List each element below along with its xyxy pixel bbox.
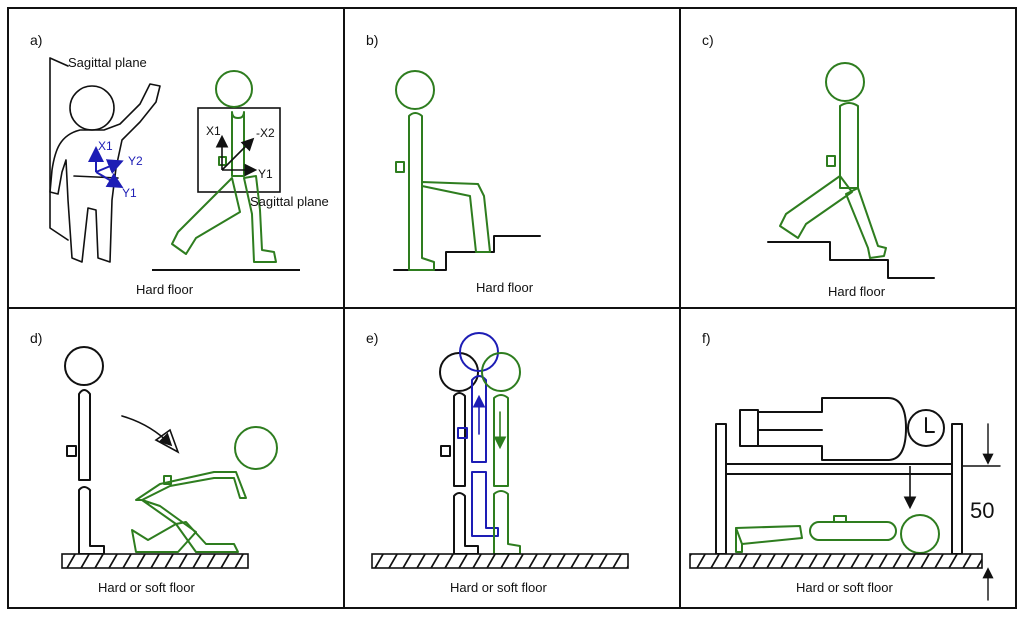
lying-figure-bed — [739, 397, 945, 461]
panel-e-letter: e) — [366, 330, 378, 346]
axis-x1: X1 — [206, 124, 221, 138]
floor-hatch-d — [61, 553, 249, 569]
sagittal-plane-box — [197, 107, 281, 193]
panel-a-letter: a) — [30, 32, 42, 48]
floor-hatch-e — [371, 553, 629, 569]
stair-climb-figure-b — [395, 70, 491, 271]
panel-a-floor-label: Hard floor — [136, 282, 194, 297]
stairs-down-c — [767, 241, 935, 279]
floor-hatch-f — [689, 553, 983, 569]
panel-b-letter: b) — [366, 32, 378, 48]
black-figure-e — [439, 352, 479, 555]
panel-f-letter: f) — [702, 330, 711, 346]
panel-b: b) Hard floor — [366, 32, 541, 295]
panel-d: d) Hard or soft floor — [30, 330, 278, 595]
green-figure-e — [481, 352, 521, 555]
height-dimension-value: 50 — [970, 498, 994, 523]
panel-b-floor-label: Hard floor — [476, 280, 534, 295]
panel-f: f) — [689, 330, 1001, 601]
panel-c-letter: c) — [702, 32, 714, 48]
sagittal-plane-label-right: Sagittal plane — [250, 194, 329, 209]
axis-x2: -X2 — [256, 126, 275, 140]
bed-frame — [715, 423, 963, 555]
panel-e: e) Hard or soft floor — [366, 330, 629, 595]
axes-right: X1 -X2 Y1 — [206, 124, 275, 181]
fall-arrow — [121, 415, 173, 447]
panel-d-letter: d) — [30, 330, 42, 346]
height-dimension — [961, 423, 1001, 601]
axis-y1: Y1 — [258, 167, 273, 181]
panel-e-floor-label: Hard or soft floor — [450, 580, 547, 595]
panel-d-floor-label: Hard or soft floor — [98, 580, 195, 595]
stair-descend-figure-c — [779, 62, 887, 259]
fall-arrow-head — [154, 428, 180, 454]
standing-figure-d — [64, 346, 105, 555]
axis-y2-blue: Y2 — [128, 154, 143, 168]
axis-x1-blue: X1 — [98, 139, 113, 153]
panel-frames — [7, 7, 1017, 609]
sagittal-plane-sheet — [49, 57, 69, 241]
panel-f-floor-label: Hard or soft floor — [796, 580, 893, 595]
axis-y1-blue: Y1 — [122, 186, 137, 200]
panel-c: c) Hard floor — [702, 32, 935, 299]
fallen-figure-d — [131, 426, 278, 553]
axes-left: X1 Y2 Y1 — [88, 139, 143, 200]
fallen-figure-floor — [735, 514, 940, 554]
stairs-up-b — [393, 235, 541, 271]
panel-a: a) Sagittal plane X1 Y2 Y1 — [30, 32, 329, 297]
sketch-person — [49, 83, 161, 263]
panel-c-floor-label: Hard floor — [828, 284, 886, 299]
sagittal-plane-label-top: Sagittal plane — [68, 55, 147, 70]
